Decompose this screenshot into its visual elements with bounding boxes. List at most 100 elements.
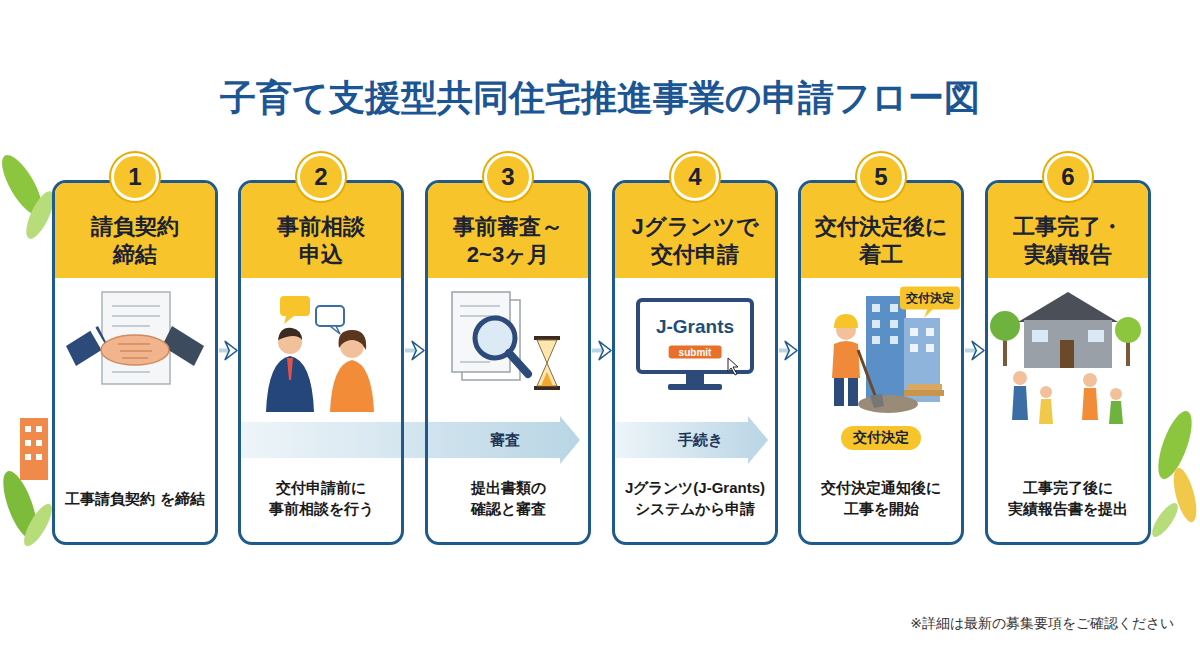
decor-leaves: [36, 440, 42, 446]
completion-illustration: [1032, 330, 1048, 342]
review-illustration: [460, 305, 500, 307]
step-card: 工事完了・ 実績報告工事完了後に 実績報告書を提出6: [985, 180, 1151, 545]
screen-logo: J-Grants: [654, 316, 736, 338]
status-pill: 交付決定: [841, 426, 921, 450]
decor-leaves: [25, 426, 31, 432]
review-illustration: [537, 340, 557, 363]
step-body-area: 工事請負契約 を締結: [55, 463, 215, 533]
step-number: 5: [874, 163, 887, 191]
construction-illustration: [890, 320, 898, 328]
step-body-area: 交付申請前に 事前相談を行う: [241, 463, 401, 533]
flow-arrow: [779, 349, 797, 353]
construction-illustration: [910, 328, 918, 336]
decor-leaves: [25, 440, 31, 446]
step-title: 工事完了・ 実績報告: [1001, 213, 1136, 268]
step-card: 請負契約 締結工事請負契約 を締結1: [52, 180, 218, 545]
construction-illustration: [832, 296, 944, 413]
completion-illustration: [990, 311, 1020, 341]
handshake-illustration: [112, 371, 150, 373]
step-title: Jグランツで 交付申請: [628, 213, 763, 268]
decor-leaves: [20, 418, 48, 480]
consultation-illustration: [339, 330, 367, 350]
construction-illustration: [834, 378, 844, 406]
step-title: 請負契約 締結: [68, 213, 203, 268]
completion-illustration: [1040, 386, 1052, 398]
step-title: 交付決定後に 着工: [814, 213, 949, 268]
construction-illustration: [926, 328, 934, 336]
handshake-illustration: [102, 292, 170, 384]
step-body-area: Jグランツ(J-Grants) システムから申請: [615, 463, 775, 533]
band-label: 手続き: [678, 431, 723, 450]
review-band-arrow: [240, 416, 768, 464]
handshake-illustration: [112, 325, 150, 327]
step-body-area: 提出書類の 確認と審査: [428, 463, 588, 533]
review-illustration: [534, 336, 560, 340]
completion-illustration: [1060, 340, 1074, 368]
completion-illustration: [1083, 373, 1097, 387]
construction-illustration: [872, 320, 880, 328]
completion-illustration: [1115, 317, 1141, 343]
completion-illustration: [1039, 399, 1053, 424]
construction-illustration: [832, 341, 860, 378]
handshake-illustration: [101, 335, 169, 365]
handshake-illustration: [66, 292, 204, 384]
footnote: ※詳細は最新の募集要項をご確認ください: [910, 615, 1174, 633]
step-number: 1: [128, 163, 141, 191]
review-band-arrow: [240, 416, 580, 464]
consultation-illustration: [280, 296, 310, 316]
handshake-illustration: [112, 305, 160, 307]
step-body-area: 工事完了後に 実績報告書を提出: [988, 463, 1148, 533]
speech-bubble: 交付決定: [900, 287, 960, 310]
review-illustration: [534, 386, 560, 390]
band-label: 審査: [490, 431, 520, 450]
step-number: 6: [1061, 163, 1074, 191]
review-band-arrow: [614, 416, 768, 464]
decor-leaves: [36, 454, 42, 460]
computer-illustration: [686, 372, 704, 384]
computer-illustration: [638, 300, 752, 372]
step-number: 4: [688, 163, 701, 191]
step-description: 提出書類の 確認と審査: [437, 477, 579, 519]
review-illustration: [452, 292, 560, 390]
completion-illustration: [1088, 330, 1104, 342]
handshake-illustration: [112, 315, 160, 317]
step-number-badge: 3: [484, 153, 532, 201]
completion-illustration: [1012, 386, 1028, 420]
step-number: 3: [501, 163, 514, 191]
construction-illustration: [890, 304, 898, 312]
completion-illustration: [1018, 292, 1118, 322]
construction-illustration: [870, 394, 884, 408]
step-number-badge: 5: [857, 153, 905, 201]
review-illustration: [460, 361, 490, 363]
flow-arrow: [592, 349, 611, 353]
step-body-area: 交付決定通知後に 工事を開始: [801, 463, 961, 533]
completion-illustration: [1013, 371, 1027, 385]
consultation-illustration: [330, 360, 374, 412]
step-title: 事前相談 申込: [254, 213, 389, 268]
construction-illustration: [848, 378, 858, 406]
step-description: Jグランツ(J-Grants) システムから申請: [624, 477, 766, 519]
construction-illustration: [858, 395, 918, 413]
completion-illustration: [1109, 401, 1123, 424]
flow-arrow: [965, 349, 984, 353]
computer-illustration: [668, 384, 722, 390]
completion-illustration: [1024, 320, 1112, 368]
consultation-illustration: [316, 306, 344, 326]
step-card: 事前相談 申込交付申請前に 事前相談を行う2: [238, 180, 404, 545]
submit-button: submit: [669, 346, 722, 359]
consultation-illustration: [266, 296, 374, 412]
step-number-badge: 6: [1044, 153, 1092, 201]
step-description: 工事完了後に 実績報告書を提出: [997, 477, 1139, 519]
step-number-badge: 2: [297, 153, 345, 201]
construction-illustration: [890, 336, 898, 344]
step-card: Jグランツで 交付申請Jグランツ(J-Grants) システムから申請4: [612, 180, 778, 545]
construction-illustration: [872, 304, 880, 312]
decor-leaves: [0, 150, 1200, 550]
step-number: 2: [314, 163, 327, 191]
construction-illustration: [926, 344, 934, 352]
decor-leaves: [25, 454, 31, 460]
consultation-illustration: [287, 358, 293, 380]
consultation-illustration: [284, 316, 294, 324]
step-description: 交付申請前に 事前相談を行う: [250, 477, 392, 519]
